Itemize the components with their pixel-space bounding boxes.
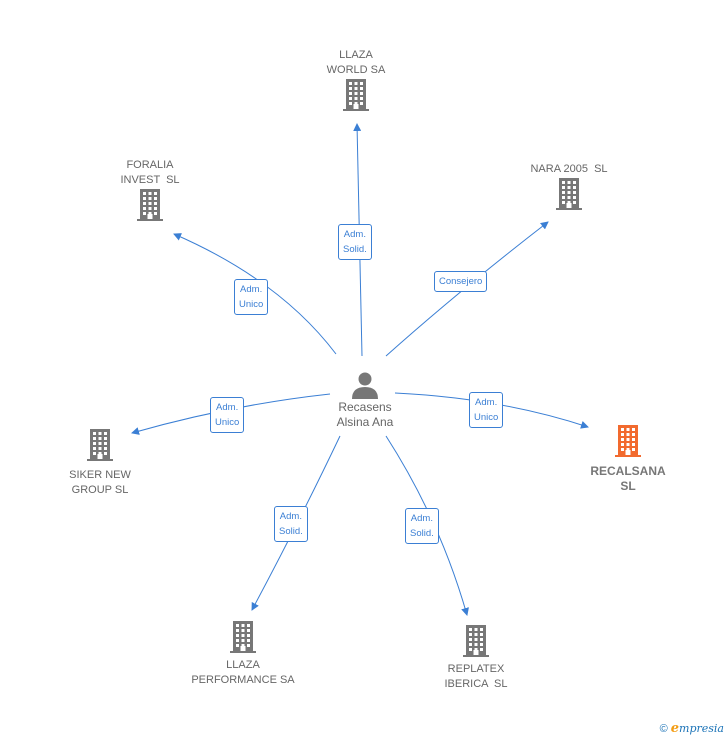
building-icon xyxy=(137,189,163,221)
company-label-siker: SIKER NEW GROUP SL xyxy=(69,469,131,496)
edge-label-foralia[interactable]: Adm. Unico xyxy=(234,279,269,315)
brand-name: mpresia xyxy=(679,722,724,735)
company-node-llaza-world[interactable]: LLAZA WORLD SA xyxy=(308,48,404,112)
person-icon xyxy=(352,372,378,399)
company-node-siker[interactable]: SIKER NEW GROUP SL xyxy=(52,428,148,498)
edge-label-llaza-performance[interactable]: Adm. Solid. xyxy=(274,506,308,542)
center-person-label: Recasens Alsina Ana xyxy=(336,400,394,429)
building-icon xyxy=(463,625,489,657)
edge-label-llaza-world[interactable]: Adm. Solid. xyxy=(338,224,372,260)
company-node-recalsana[interactable]: RECALSANA SL xyxy=(580,424,676,494)
footer-branding: © empresia xyxy=(660,721,724,736)
company-node-foralia[interactable]: FORALIA INVEST SL xyxy=(102,158,198,222)
company-label-nara: NARA 2005 SL xyxy=(530,163,608,175)
company-label-llaza-world: LLAZA WORLD SA xyxy=(326,49,386,76)
company-label-foralia: FORALIA INVEST SL xyxy=(120,159,180,186)
edge-label-recalsana[interactable]: Adm. Unico xyxy=(469,392,504,428)
edge-label-nara[interactable]: Consejero xyxy=(434,271,488,292)
building-icon xyxy=(343,79,369,111)
company-label-replatex: REPLATEX IBERICA SL xyxy=(444,663,508,690)
copyright-symbol: © xyxy=(659,723,668,735)
company-node-replatex[interactable]: REPLATEX IBERICA SL xyxy=(428,624,524,692)
company-label-llaza-performance: LLAZA PERFORMANCE SA xyxy=(191,659,295,686)
company-node-nara[interactable]: NARA 2005 SL xyxy=(514,162,624,211)
building-icon xyxy=(230,621,256,653)
building-icon xyxy=(87,429,113,461)
edge-label-siker[interactable]: Adm. Unico xyxy=(210,397,245,433)
edge-label-replatex[interactable]: Adm. Solid. xyxy=(405,508,439,544)
building-icon xyxy=(556,178,582,210)
building-icon xyxy=(615,425,641,457)
company-node-llaza-performance[interactable]: LLAZA PERFORMANCE SA xyxy=(182,620,304,688)
center-person-node[interactable]: Recasens Alsina Ana xyxy=(318,370,412,430)
company-label-recalsana: RECALSANA SL xyxy=(590,464,666,493)
brand-initial: e xyxy=(670,721,680,736)
